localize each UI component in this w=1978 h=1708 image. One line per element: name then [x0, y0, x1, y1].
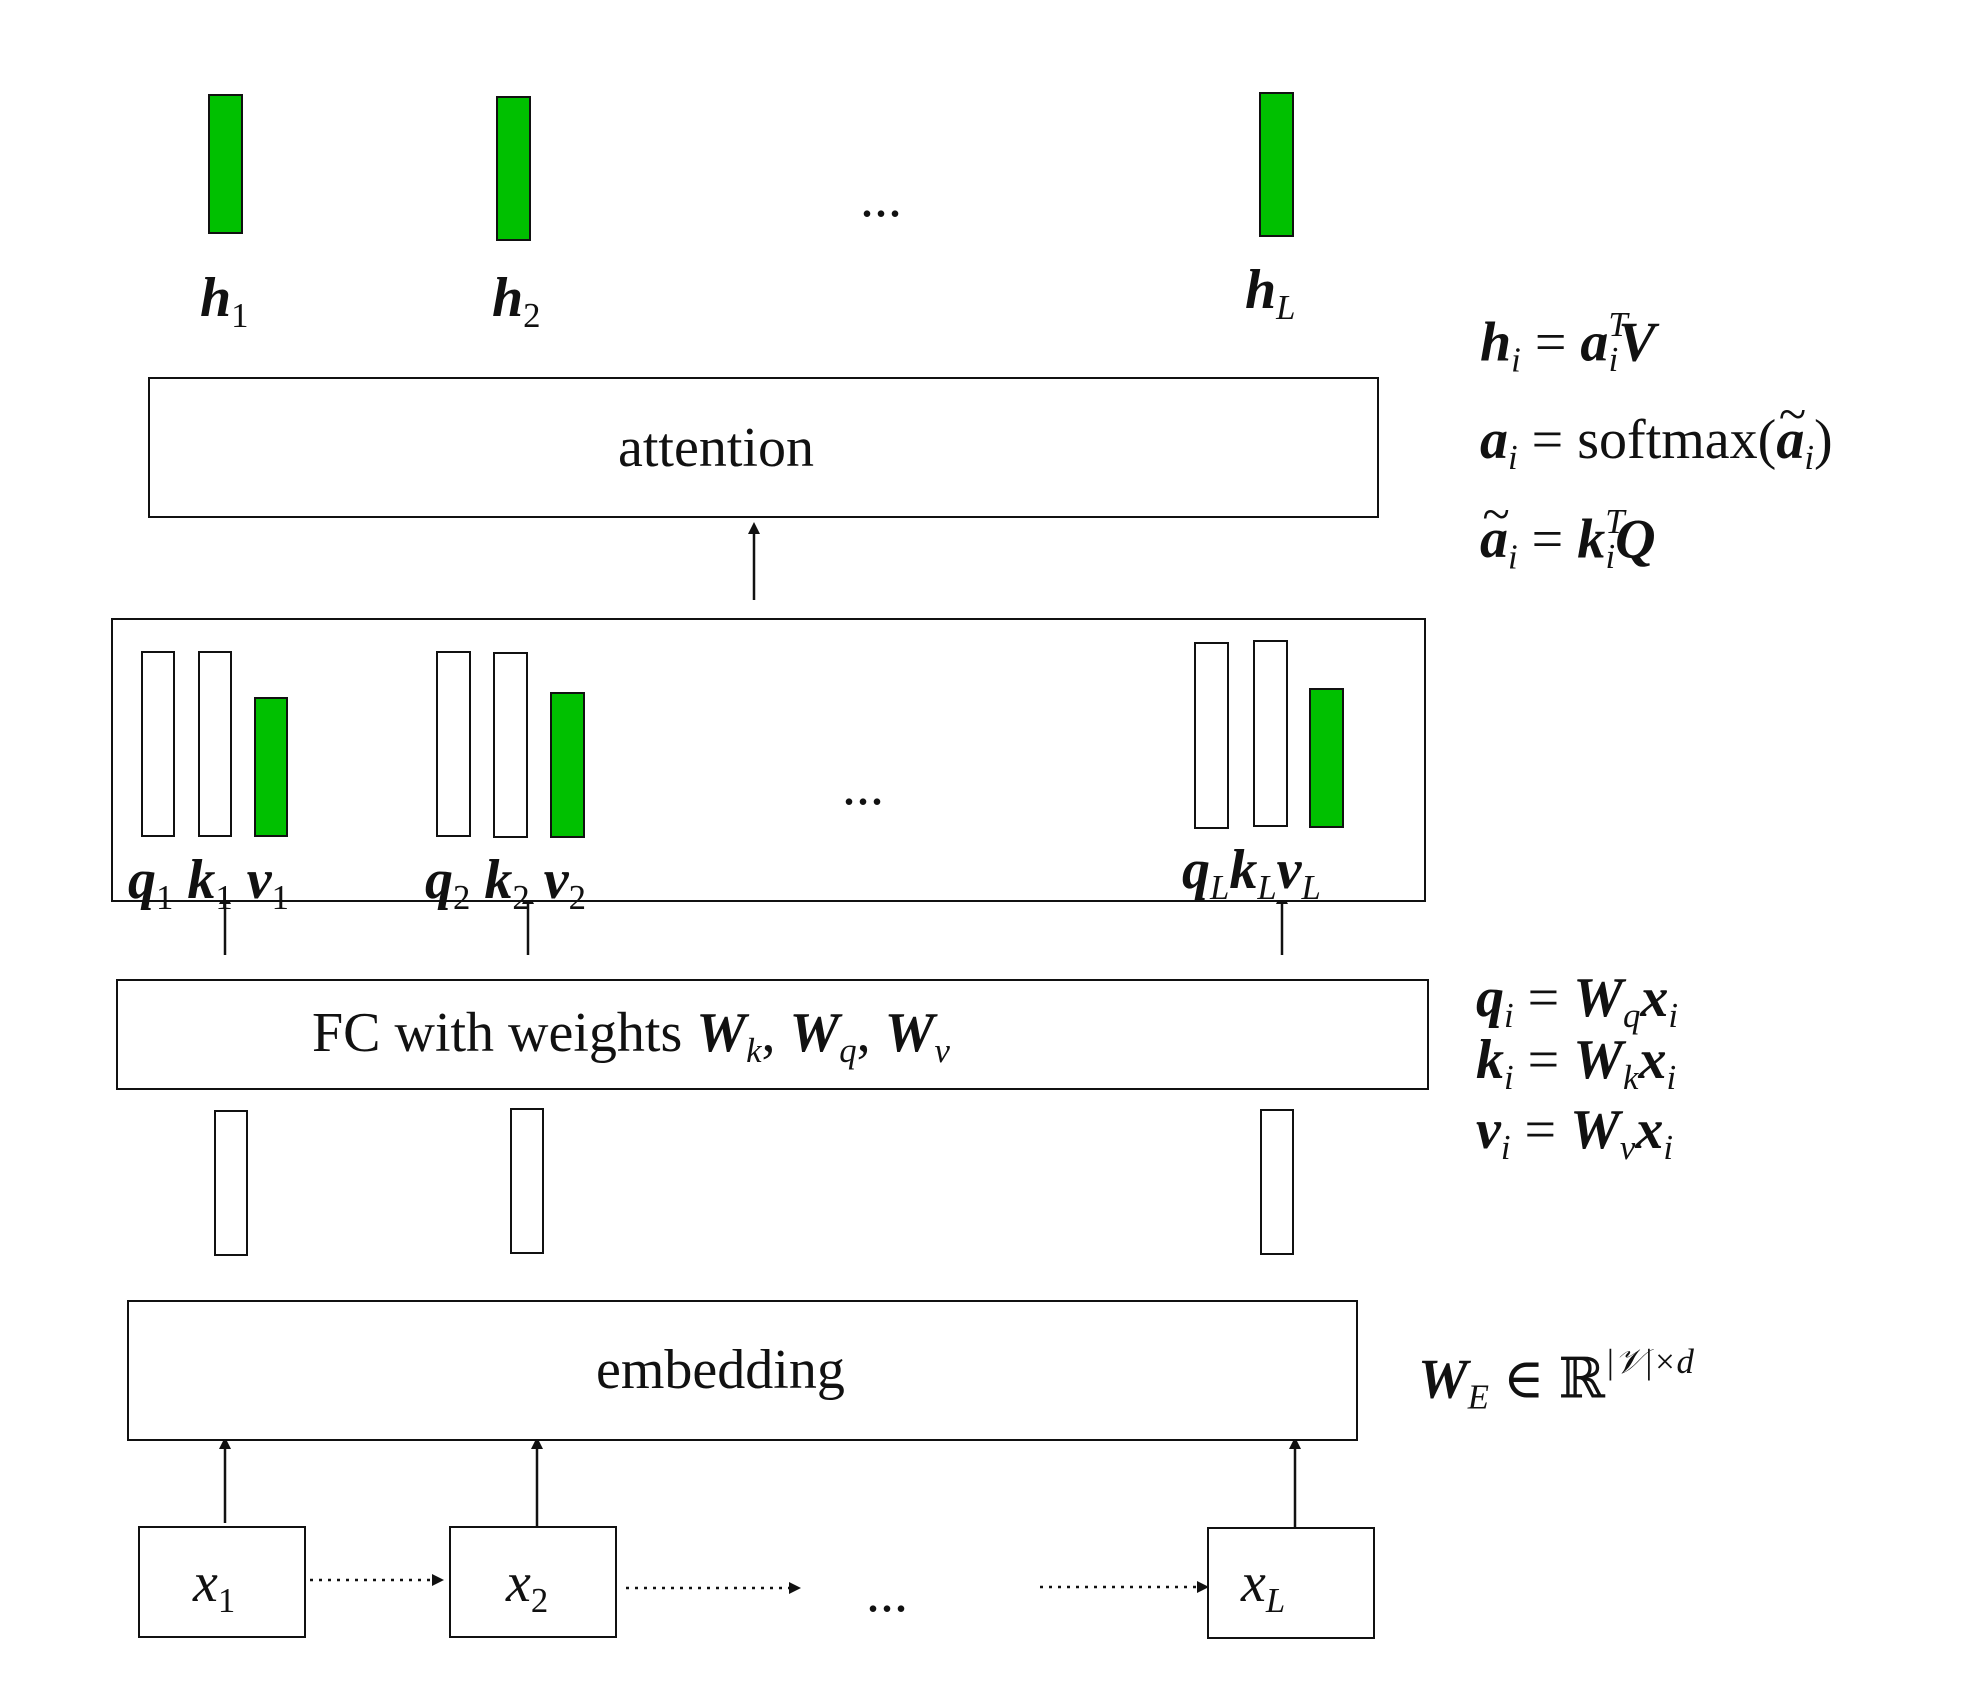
fc-box [116, 979, 1429, 1090]
qkv-label-2: q2 k2 v2 [425, 849, 586, 918]
input-box-xL [1207, 1527, 1375, 1639]
equation-v: vi = Wvxi [1476, 1099, 1673, 1168]
qkv-ellipsis: ... [842, 755, 884, 817]
attention-label: attention [618, 417, 814, 479]
qkv-label-L: qLkLvL [1182, 839, 1321, 908]
attention-box [148, 377, 1379, 518]
embedding-label: embedding [596, 1339, 845, 1401]
fc-label: FC with weights Wk, Wq, Wv [312, 1002, 950, 1071]
equation-h: hi = aTiV [1480, 305, 1656, 380]
equation-q: qi = Wqxi [1476, 967, 1679, 1036]
v2-vector [550, 692, 585, 838]
qkv-label-1: q1 k1 v1 [128, 849, 289, 918]
label-h2: h2 [492, 267, 541, 336]
input-box-x2 [449, 1526, 617, 1638]
input-label-x2: x2 [506, 1552, 549, 1621]
qL-vector [1194, 642, 1229, 829]
equation-k: ki = Wkxi [1476, 1029, 1677, 1098]
equation-atilde: ai = kTiQ [1480, 489, 1656, 575]
label-hL: hL [1245, 259, 1296, 328]
equation-a: ai = softmax(ai) [1480, 389, 1833, 476]
vL-vector [1309, 688, 1344, 828]
q1-vector [141, 651, 175, 837]
embedded-vector-L [1260, 1109, 1294, 1255]
input-label-xL: xL [1241, 1552, 1286, 1621]
output-vector-h2 [496, 96, 531, 241]
equation-embedding-matrix: WE ∈ ℝ|𝒱|×d [1418, 1342, 1694, 1417]
v1-vector [254, 697, 288, 837]
input-label-x1: x1 [193, 1552, 236, 1621]
input-ellipsis: ... [866, 1562, 908, 1624]
k1-vector [198, 651, 232, 837]
embedded-vector-2 [510, 1108, 544, 1254]
input-box-x1 [138, 1526, 306, 1638]
k2-vector [493, 652, 528, 838]
kL-vector [1253, 640, 1288, 827]
embedding-box [127, 1300, 1358, 1441]
embedded-vector-1 [214, 1110, 248, 1256]
label-h1: h1 [200, 267, 249, 336]
output-ellipsis: ... [860, 167, 902, 229]
output-vector-h1 [208, 94, 243, 234]
q2-vector [436, 651, 471, 837]
output-vector-hL [1259, 92, 1294, 237]
